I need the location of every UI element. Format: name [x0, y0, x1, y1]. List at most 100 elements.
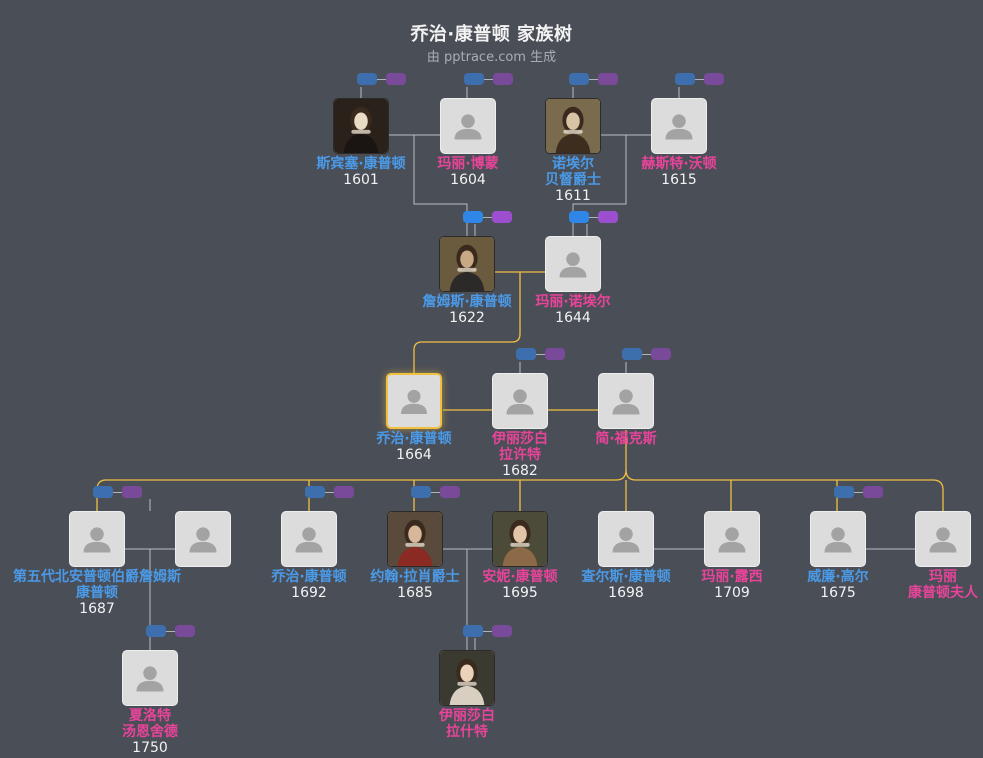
person-name[interactable]: 伊丽莎白 拉许特: [492, 431, 548, 463]
parent-buttons-connector: [377, 79, 386, 80]
person-name[interactable]: 玛丽·诺埃尔: [535, 294, 611, 310]
add-father-button[interactable]: [463, 625, 483, 637]
avatar-placeholder[interactable]: [915, 511, 971, 567]
add-father-button[interactable]: [411, 486, 431, 498]
avatar-placeholder[interactable]: [598, 373, 654, 429]
parent-buttons: [305, 486, 365, 500]
person-name[interactable]: 威廉·高尔: [807, 569, 869, 585]
portrait-icon: [388, 512, 442, 566]
add-father-button[interactable]: [146, 625, 166, 637]
add-father-button[interactable]: [834, 486, 854, 498]
person-name[interactable]: 约翰·拉肖爵士: [370, 569, 460, 585]
add-mother-button[interactable]: [492, 625, 512, 637]
add-father-button[interactable]: [569, 73, 589, 85]
page-title: 乔治·康普顿 家族树: [410, 24, 573, 45]
person-name[interactable]: 詹姆斯·康普顿: [422, 294, 512, 310]
person-node-p9[interactable]: 简·福克斯: [595, 348, 671, 447]
add-father-button[interactable]: [675, 73, 695, 85]
avatar-placeholder[interactable]: [545, 236, 601, 292]
add-mother-button[interactable]: [598, 211, 618, 223]
add-mother-button[interactable]: [863, 486, 883, 498]
portrait-icon: [493, 512, 547, 566]
add-mother-button[interactable]: [598, 73, 618, 85]
person-name[interactable]: 乔治·康普顿: [271, 569, 347, 585]
person-avatar-icon: [295, 527, 323, 553]
person-name[interactable]: 简·福克斯: [595, 431, 657, 447]
person-name[interactable]: 斯宾塞·康普顿: [316, 156, 406, 172]
portrait-photo[interactable]: [387, 511, 443, 567]
avatar-placeholder[interactable]: [651, 98, 707, 154]
portrait-photo[interactable]: [545, 98, 601, 154]
person-name[interactable]: 第五代北安普顿伯爵詹姆斯 康普顿: [13, 569, 181, 601]
person-name[interactable]: 玛丽·露西: [701, 569, 763, 585]
person-name[interactable]: 夏洛特 汤恩舍德: [122, 708, 178, 740]
birth-year: 1687: [79, 601, 115, 617]
avatar-placeholder[interactable]: [281, 511, 337, 567]
avatar-placeholder[interactable]: [386, 373, 442, 429]
add-mother-button[interactable]: [545, 348, 565, 360]
add-father-button[interactable]: [464, 73, 484, 85]
person-name[interactable]: 玛丽·博蒙: [437, 156, 499, 172]
avatar-placeholder[interactable]: [122, 650, 178, 706]
person-name[interactable]: 伊丽莎白 拉什特: [439, 708, 495, 740]
person-node-p18[interactable]: 玛丽 康普顿夫人: [908, 511, 978, 601]
add-father-button[interactable]: [516, 348, 536, 360]
add-mother-button[interactable]: [492, 211, 512, 223]
add-mother-button[interactable]: [175, 625, 195, 637]
person-name[interactable]: 查尔斯·康普顿: [581, 569, 671, 585]
add-mother-button[interactable]: [651, 348, 671, 360]
person-name[interactable]: 赫斯特·沃顿: [641, 156, 717, 172]
add-mother-button[interactable]: [493, 73, 513, 85]
avatar-placeholder[interactable]: [69, 511, 125, 567]
avatar-placeholder[interactable]: [175, 511, 231, 567]
add-mother-button[interactable]: [334, 486, 354, 498]
person-name[interactable]: 安妮·康普顿: [482, 569, 558, 585]
add-mother-button[interactable]: [440, 486, 460, 498]
person-name[interactable]: 玛丽 康普顿夫人: [908, 569, 978, 601]
person-avatar-icon: [612, 527, 640, 553]
add-father-button[interactable]: [463, 211, 483, 223]
add-father-button[interactable]: [622, 348, 642, 360]
avatar-placeholder[interactable]: [810, 511, 866, 567]
add-father-button[interactable]: [93, 486, 113, 498]
add-father-button[interactable]: [569, 211, 589, 223]
parent-buttons: [569, 73, 629, 87]
person-node-p20[interactable]: 伊丽莎白 拉什特: [439, 625, 512, 740]
add-mother-button[interactable]: [122, 486, 142, 498]
add-mother-button[interactable]: [704, 73, 724, 85]
portrait-photo[interactable]: [439, 236, 495, 292]
add-mother-button[interactable]: [386, 73, 406, 85]
highlight-line-children: [96, 430, 627, 511]
birth-year: 1692: [291, 585, 327, 601]
avatar-placeholder[interactable]: [440, 98, 496, 154]
portrait-photo[interactable]: [333, 98, 389, 154]
avatar-placeholder[interactable]: [704, 511, 760, 567]
person-name[interactable]: 诺埃尔 贝督爵士: [545, 156, 601, 188]
person-name[interactable]: 乔治·康普顿: [376, 431, 452, 447]
avatar-placeholder[interactable]: [598, 511, 654, 567]
portrait-photo[interactable]: [439, 650, 495, 706]
portrait-photo[interactable]: [492, 511, 548, 567]
person-node-p11[interactable]: [175, 511, 231, 567]
person-avatar-icon: [189, 527, 217, 553]
person-avatar-icon: [718, 527, 746, 553]
avatar-placeholder[interactable]: [492, 373, 548, 429]
add-father-button[interactable]: [357, 73, 377, 85]
add-father-button[interactable]: [305, 486, 325, 498]
